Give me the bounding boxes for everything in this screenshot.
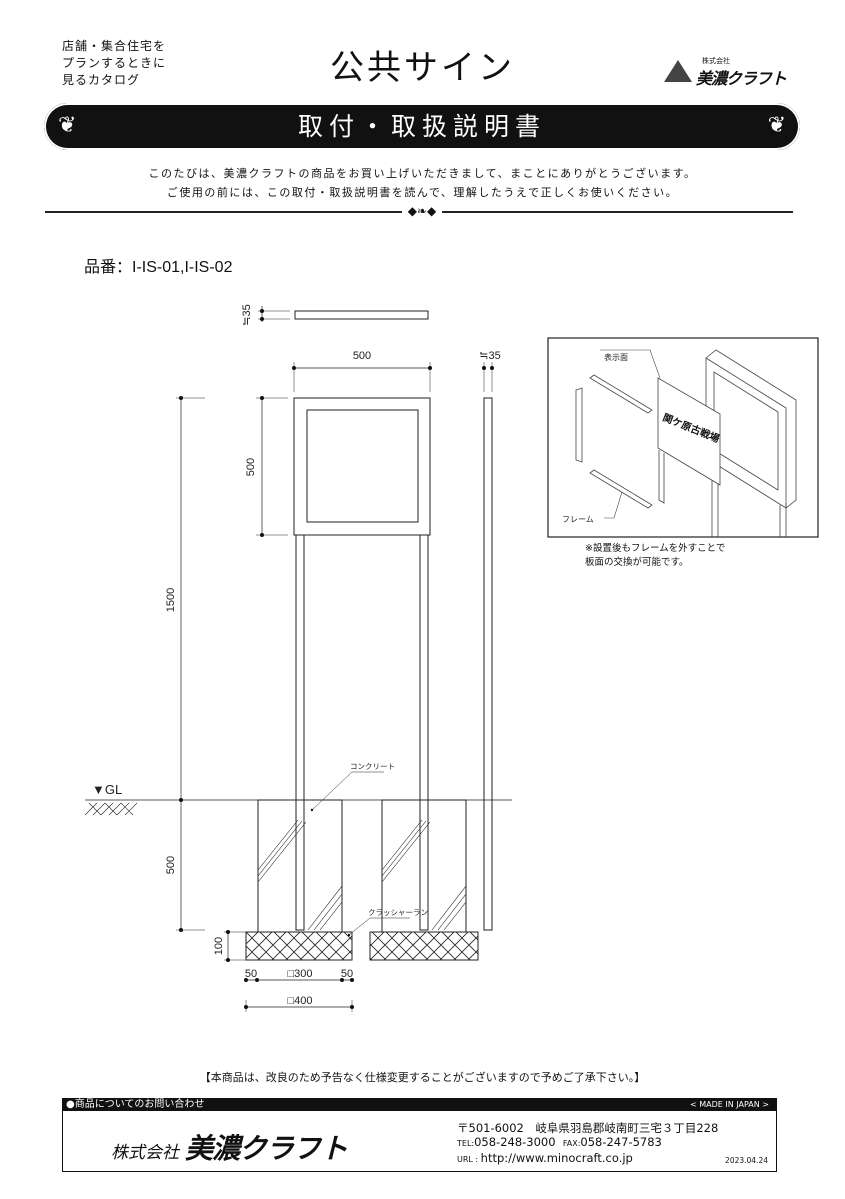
label-gravel: クラッシャーラン xyxy=(368,908,428,917)
made-in-label: < MADE IN JAPAN > xyxy=(690,1100,769,1109)
company-name: 美濃クラフト xyxy=(185,1132,348,1165)
ornament-icon: ❦ xyxy=(58,113,77,138)
title-banner: ❦ 取付・取扱説明書 ❦ xyxy=(44,103,800,150)
tagline-line: プランするときに xyxy=(62,56,167,70)
illustration-caption: ※設置後もフレームを外すことで 板面の交換が可能です。 xyxy=(585,542,725,570)
tagline: 店舗・集合住宅を プランするときに 見るカタログ xyxy=(62,38,166,89)
installation-drawing: ≒35 ≒35 500 500 1500 500 100 50 □300 50 … xyxy=(84,304,819,1012)
ornament-icon: ❦ xyxy=(767,113,786,138)
sign-panel-inner xyxy=(306,409,419,523)
dim-top-thickness: ≒35 xyxy=(241,304,253,325)
caption-line: ※設置後もフレームを外すことで xyxy=(585,543,726,554)
tel: 058-248-3000 xyxy=(474,1135,556,1149)
banner-title: 取付・取扱説明書 xyxy=(297,112,546,141)
footer-company: 株式会社美濃クラフト xyxy=(111,1127,348,1167)
tagline-line: 店舗・集合住宅を xyxy=(62,39,167,53)
part-number: 品番：I-IS-01,I-IS-02 xyxy=(84,259,233,276)
post-left xyxy=(295,534,305,931)
dim-margin-right: 50 xyxy=(341,968,353,980)
fax: 058-247-5783 xyxy=(580,1135,662,1149)
company-prefix: 株式会社 xyxy=(111,1143,179,1163)
ground-level-label: ▼GL xyxy=(92,782,122,797)
inquiry-heading: ●商品についてのお問い合わせ xyxy=(66,1099,205,1110)
caption-line: 板面の交換が可能です。 xyxy=(585,557,689,568)
gravel-left xyxy=(245,931,353,961)
divider-ornament-icon: ◆❧◆ xyxy=(402,204,442,218)
logo-mountain-icon xyxy=(664,60,692,82)
dim-block: □300 xyxy=(288,968,313,980)
top-view-plate xyxy=(294,310,429,320)
tel-label: TEL: xyxy=(457,1139,475,1148)
exploded-illustration: 表示面 フレーム 関ケ原古戦場 xyxy=(547,337,819,538)
spec-change-notice: 【本商品は、改良のため予告なく仕様変更することがございますので予めご了承下さい。… xyxy=(199,1071,646,1084)
address: 〒501-6002 岐阜県羽島郡岐南町三宅３丁目228 xyxy=(457,1121,719,1135)
logo-name: 美濃クラフト xyxy=(696,69,787,88)
fax-label: FAX: xyxy=(562,1139,581,1148)
dim-embed-depth: 500 xyxy=(165,856,177,874)
dim-panel-height: 500 xyxy=(245,458,257,476)
dim-base: □400 xyxy=(288,995,313,1007)
side-view xyxy=(483,397,493,931)
post-right xyxy=(419,534,429,931)
page-title: 公共サイン xyxy=(330,48,515,88)
intro-line: ご使用の前には、この取付・取扱説明書を読んで、理解したうえで正しくお使いください… xyxy=(166,186,679,199)
url-link[interactable]: http://www.minocraft.co.jp xyxy=(480,1151,633,1165)
gravel-right xyxy=(369,931,479,961)
dim-total-height: 1500 xyxy=(165,588,177,612)
intro-line: このたびは、美濃クラフトの商品をお買い上げいただきまして、まことにありがとうござ… xyxy=(148,167,697,180)
label-concrete: コンクリート xyxy=(350,762,395,771)
label-display-face: 表示面 xyxy=(604,352,628,362)
dim-gravel: 100 xyxy=(213,937,225,955)
dim-side-thickness: ≒35 xyxy=(479,350,500,362)
sign-panel xyxy=(293,397,431,536)
document-date: 2023.04.24 xyxy=(725,1156,768,1165)
tagline-line: 見るカタログ xyxy=(62,73,141,87)
url-label: URL : xyxy=(457,1155,481,1164)
label-frame: フレーム xyxy=(562,515,594,524)
company-logo: 株式会社 美濃クラフト xyxy=(664,54,794,88)
logo-small-text: 株式会社 xyxy=(702,57,730,65)
footer-contact: 株式会社美濃クラフト 〒501-6002 岐阜県羽島郡岐南町三宅３丁目228 T… xyxy=(62,1111,777,1172)
footer-bar: ●商品についてのお問い合わせ < MADE IN JAPAN > xyxy=(62,1098,777,1111)
footer-address-block: 〒501-6002 岐阜県羽島郡岐南町三宅３丁目228 TEL:058-248-… xyxy=(457,1121,718,1167)
ground-hatch xyxy=(84,802,138,816)
dim-margin-left: 50 xyxy=(245,968,257,980)
dim-panel-width: 500 xyxy=(353,350,371,362)
